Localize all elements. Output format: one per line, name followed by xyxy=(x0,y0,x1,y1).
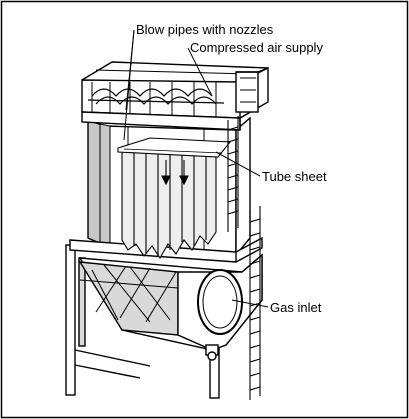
label-compressed-air: Compressed air supply xyxy=(190,40,323,55)
label-tube-sheet: Tube sheet xyxy=(262,169,327,184)
compressed-air-header xyxy=(235,67,269,113)
leader-gas-inlet xyxy=(231,299,269,308)
ladder-upper xyxy=(227,116,239,232)
filter-bags xyxy=(117,137,232,260)
label-gas-inlet: Gas inlet xyxy=(270,300,322,315)
roof-plenum xyxy=(81,61,269,131)
leader-tube-sheet xyxy=(215,151,261,177)
blow-pipes xyxy=(87,88,225,105)
label-blow-pipes: Blow pipes with nozzles xyxy=(136,22,274,37)
leader-lines xyxy=(123,29,269,308)
hopper xyxy=(78,253,263,361)
leader-compressed-air xyxy=(187,47,213,97)
